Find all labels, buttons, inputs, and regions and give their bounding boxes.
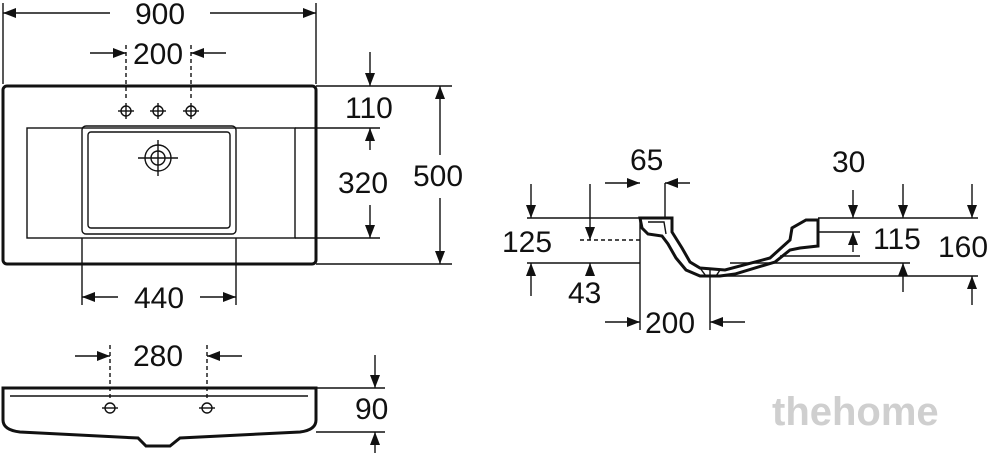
inner-panel <box>26 127 296 239</box>
front-view: 280 90 <box>1 340 388 453</box>
section-view: 65 30 125 43 115 160 <box>502 144 988 340</box>
top-view: 900 200 440 110 320 5 <box>1 0 463 315</box>
tap-hole-icon <box>199 402 215 414</box>
dim-30: 30 <box>832 146 865 179</box>
dim-125: 125 <box>502 226 552 259</box>
dim-110: 110 <box>345 92 393 125</box>
dim-200-taps: 200 <box>133 38 183 71</box>
tap-hole-icon <box>118 103 134 119</box>
tap-hole-icon <box>102 402 118 414</box>
tap-hole-icon <box>150 103 166 119</box>
dim-160: 160 <box>938 231 988 264</box>
dim-90: 90 <box>355 393 388 426</box>
dim-320: 320 <box>338 167 388 200</box>
dim-200-section: 200 <box>645 307 695 340</box>
dim-500: 500 <box>413 160 463 193</box>
basin-outline <box>1 84 318 266</box>
front-outline <box>1 386 318 448</box>
watermark: thehome <box>772 390 939 434</box>
dim-280: 280 <box>133 340 183 373</box>
section-profile <box>638 216 820 278</box>
dim-65: 65 <box>630 144 663 177</box>
dim-43: 43 <box>568 277 601 310</box>
bowl-inner <box>87 131 231 229</box>
dim-115: 115 <box>873 223 921 256</box>
bowl-outline <box>81 125 237 235</box>
dim-900: 900 <box>135 0 185 31</box>
tap-hole-icon <box>183 103 199 119</box>
dim-440: 440 <box>134 282 184 315</box>
drain-icon <box>138 140 178 176</box>
